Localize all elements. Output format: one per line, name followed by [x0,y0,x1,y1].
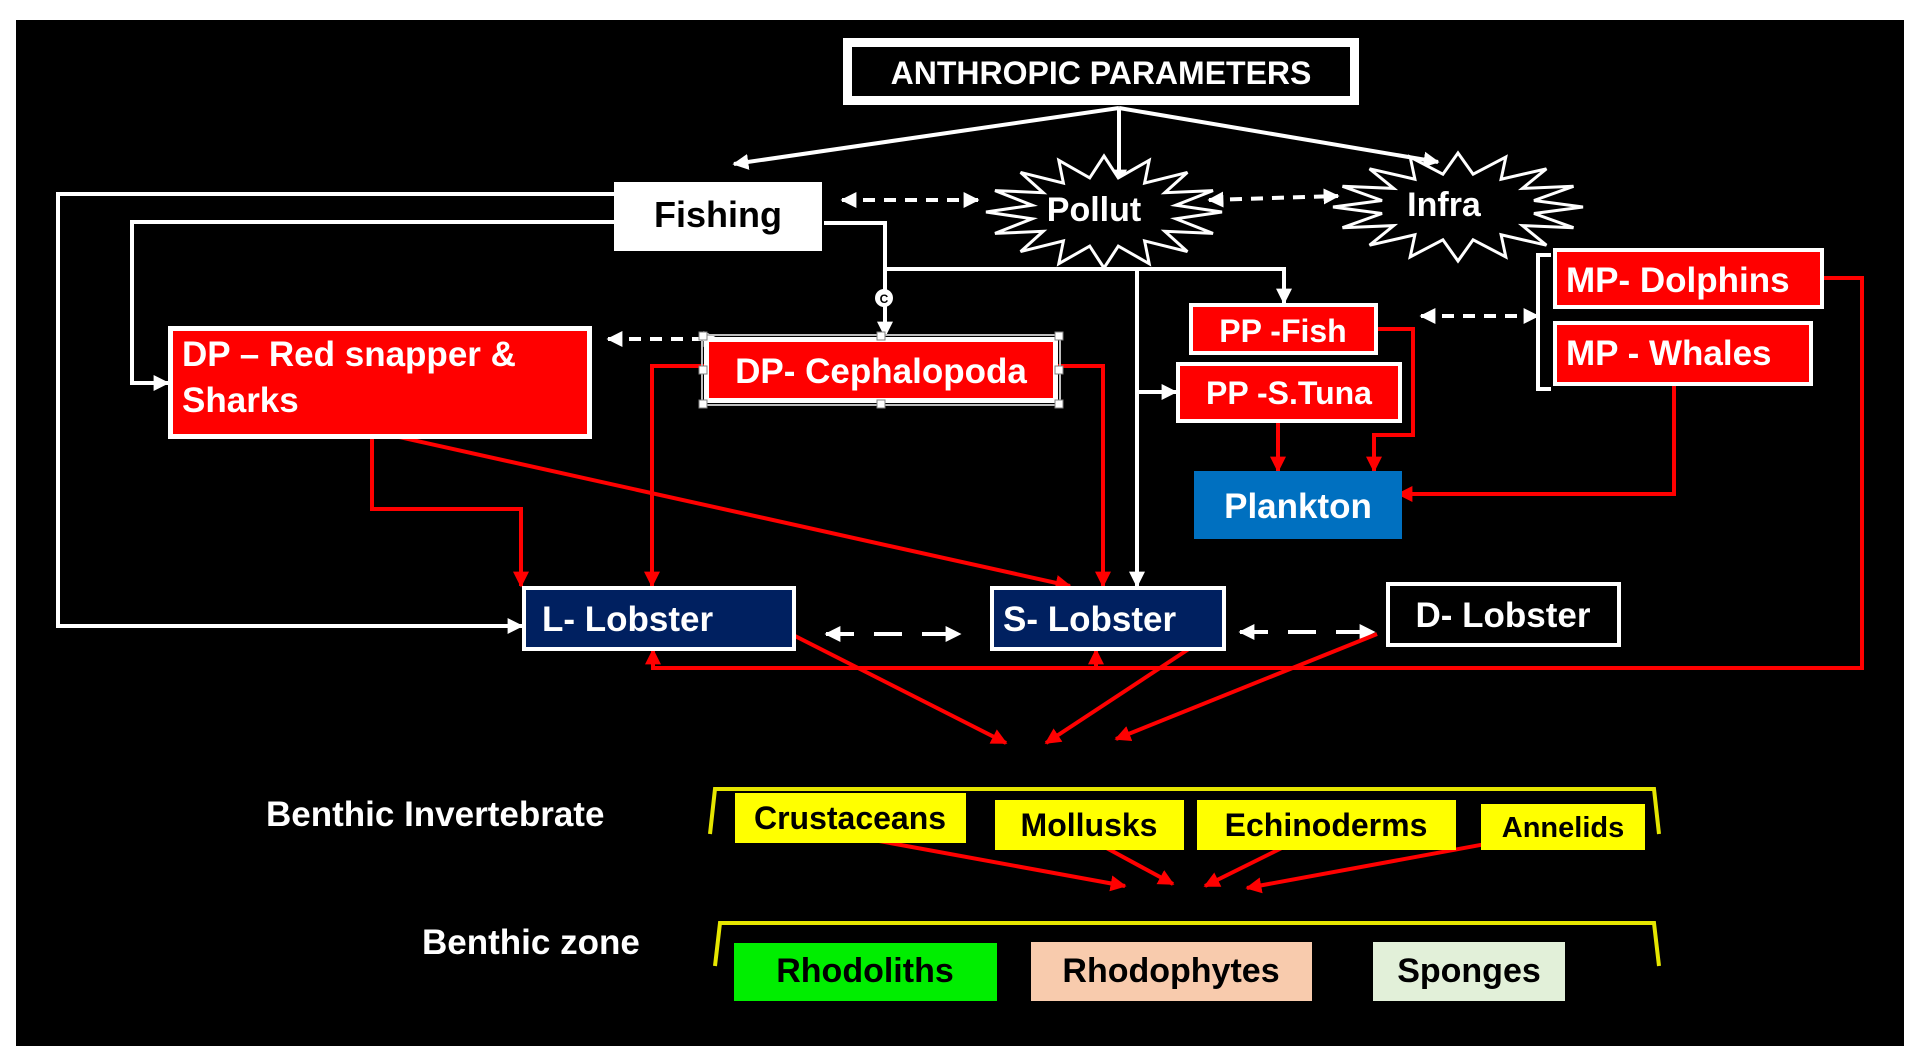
line-fishing-to-ppfish [885,267,1292,305]
red-redsnapper-to-slobster [371,429,1072,591]
benthic-invertebrate-label: Benthic Invertebrate [266,795,604,834]
dp-red-snapper-node: DP – Red snapper & Sharks [168,326,592,439]
dp-red-snapper-line1: DP – Red snapper & [182,335,516,374]
echinoderms-label: Echinoderms [1225,807,1428,843]
red-dolphins-to-lobsters [645,276,1864,670]
benthic-zone-label: Benthic zone [422,923,640,962]
fishing-node: Fishing [614,182,822,251]
s-lobster-label: S- Lobster [1003,600,1176,639]
red-whales-to-plankton [1396,386,1676,502]
red-cephalopoda-to-llobster [644,364,704,588]
rhodoliths-node: Rhodoliths [734,943,997,1001]
dp-red-snapper-line2: Sharks [182,381,299,420]
pp-fish-node: PP -Fish [1189,303,1378,355]
s-lobster-node: S- Lobster [990,586,1226,651]
rhodophytes-node: Rhodophytes [1031,942,1312,1001]
l-lobster-label: L- Lobster [542,600,713,639]
red-redsnapper-to-llobster [370,431,529,588]
pollut-starburst: Pollut [985,153,1223,271]
crustaceans-label: Crustaceans [754,800,946,836]
bracket-benthic-zone [713,921,1661,967]
anthropic-parameters-label: ANTHROPIC PARAMETERS [891,55,1312,91]
c-marker: C [875,289,893,307]
bracket-invertebrates [708,787,1661,835]
red-dlobster-to-invertebrates [1114,632,1378,742]
line-fishing-to-cephalopoda [824,221,893,338]
dashed-pollut-infra [1207,188,1340,208]
infra-starburst: Infra [1332,150,1584,264]
sponges-label: Sponges [1397,952,1541,990]
mp-whales-node: MP - Whales [1553,321,1813,386]
diagram-canvas: Pollut Infra ANTHROPIC PARAMETERS Fishin… [16,20,1904,1046]
plankton-node: Plankton [1194,471,1402,539]
d-lobster-label: D- Lobster [1416,596,1591,635]
dp-cephalopoda-label: DP- Cephalopoda [735,352,1027,391]
food-web-diagram: Pollut Infra ANTHROPIC PARAMETERS Fishin… [56,38,1864,1001]
mollusks-node: Mollusks [995,800,1184,850]
red-ppfish-to-plankton [1366,327,1415,473]
mp-bracket [1536,253,1551,391]
pp-tuna-label: PP -S.Tuna [1206,375,1372,411]
rhodophytes-label: Rhodophytes [1062,952,1279,990]
anthropic-parameters-node: ANTHROPIC PARAMETERS [843,38,1359,105]
mp-dolphins-node: MP- Dolphins [1553,248,1824,309]
mp-whales-label: MP - Whales [1566,334,1772,373]
mp-dolphins-label: MP- Dolphins [1566,261,1790,300]
annelids-node: Annelids [1481,804,1645,850]
annelids-label: Annelids [1502,812,1624,844]
arrow-anthropic-to-fishing [732,106,1120,170]
pollut-label: Pollut [1047,191,1141,229]
line-fishing-to-llobster [56,192,614,634]
plankton-label: Plankton [1224,487,1372,526]
red-slobster-to-invertebrates [1044,633,1212,745]
red-connectors [370,276,1864,894]
pp-tuna-node: PP -S.Tuna [1176,362,1402,423]
crustaceans-node: Crustaceans [735,793,966,843]
pp-fish-label: PP -Fish [1219,313,1346,349]
arrow-anthropic-to-infra [1118,106,1440,168]
line-fishing-to-redsnapper [130,220,614,391]
infra-label: Infra [1407,186,1482,224]
fishing-label: Fishing [654,194,782,235]
yellow-brackets [708,787,1661,967]
l-lobster-node: L- Lobster [522,586,796,651]
d-lobster-node: D- Lobster [1386,582,1621,647]
echinoderms-node: Echinoderms [1197,800,1456,850]
starburst-shape [985,153,1223,271]
rhodoliths-label: Rhodoliths [776,952,954,990]
red-llobster-to-invertebrates [790,632,1008,745]
selection-handles[interactable] [698,331,1064,409]
sponges-node: Sponges [1373,942,1565,1001]
c-marker-label: C [880,292,889,306]
mollusks-label: Mollusks [1021,807,1158,843]
starburst-shape [1332,150,1584,264]
dp-cephalopoda-node[interactable]: DP- Cephalopoda [698,331,1064,409]
red-cephalopoda-to-slobster [1058,364,1111,588]
